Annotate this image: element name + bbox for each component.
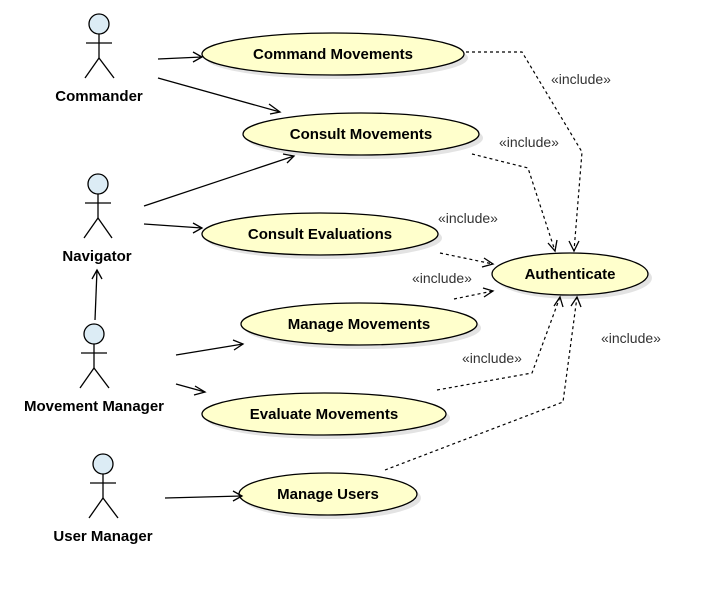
use-case-label-manage-movements: Manage Movements [288,316,431,333]
include-evaluate-movements-authenticate [436,295,564,391]
include-consult-movements-authenticate [471,153,558,253]
use-case-label-command-movements: Command Movements [253,46,413,63]
actor-label-commander: Commander [55,88,143,105]
use-case-consult-movements: Consult Movements [242,112,483,159]
include-label-evaluate-movements: «include» [462,350,522,366]
use-case-command-movements: Command Movements [201,32,468,79]
actor-user-manager: User Manager [53,453,153,545]
include-manage-movements-authenticate [453,287,495,300]
actor-label-navigator: Navigator [62,248,131,265]
use-case-label-evaluate-movements: Evaluate Movements [250,406,398,423]
use-case-label-consult-movements: Consult Movements [290,126,433,143]
actor-navigator: Navigator [62,173,132,265]
include-label-consult-evaluations: «include» [438,210,498,226]
use-case-evaluate-movements: Evaluate Movements [201,392,450,439]
include-label-command-movements: «include» [551,71,611,87]
generalization-movement-manager-navigator [91,268,103,321]
include-label-consult-movements: «include» [499,134,559,150]
use-case-label-authenticate: Authenticate [525,266,616,283]
include-label-manage-users: «include» [601,330,661,346]
association-commander-command-movements [157,51,204,63]
association-navigator-consult-movements [143,153,296,207]
actor-label-user-manager: User Manager [53,528,152,545]
use-case-manage-movements: Manage Movements [240,302,481,349]
include-command-movements-authenticate [466,51,583,253]
actor-movement-manager: Movement Manager [24,323,164,415]
association-commander-consult-movements [157,77,282,115]
use-case-label-manage-users: Manage Users [277,486,379,503]
association-navigator-consult-evaluations [143,222,204,234]
actor-commander: Commander [55,13,143,105]
association-movement-manager-evaluate-movements [175,383,207,396]
association-movement-manager-manage-movements [175,339,245,356]
use-case-label-consult-evaluations: Consult Evaluations [248,226,392,243]
actor-label-movement-manager: Movement Manager [24,398,164,415]
association-user-manager-manage-users [164,490,244,502]
include-label-manage-movements: «include» [412,270,472,286]
use-case-consult-evaluations: Consult Evaluations [201,212,442,259]
include-manage-users-authenticate [384,295,582,471]
use-case-authenticate: Authenticate [491,252,652,299]
use-case-manage-users: Manage Users [238,472,421,519]
include-consult-evaluations-authenticate [439,252,495,268]
